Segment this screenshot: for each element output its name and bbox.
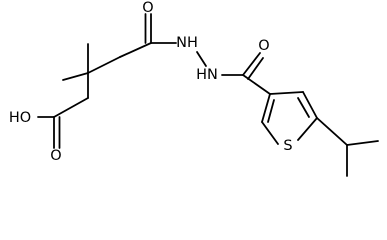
- atom-label-nh: NH: [176, 35, 198, 51]
- bond-n-n: [196, 51, 207, 67]
- atom-label-s: S: [283, 138, 292, 154]
- bond-ring-c2-c3: [261, 93, 271, 123]
- bond-ring-c3-c4: [269, 91, 304, 95]
- bonds: [37, 13, 379, 177]
- atom-label-o-amide2: O: [258, 38, 269, 54]
- bond-amide2-o-b: [247, 57, 264, 80]
- bond-amide2-o-a: [242, 52, 261, 76]
- bond-ring-c4-c5: [302, 91, 318, 119]
- molecule-structure: HO O O NH HN O S: [9, 0, 379, 177]
- bond-ring-c2-c3-inner: [267, 99, 275, 123]
- bond-methyl-2: [62, 72, 89, 81]
- bond-c5-ch: [316, 117, 348, 146]
- bond-cquat-ch2: [87, 56, 121, 74]
- atom-label-o-amide1: O: [142, 0, 153, 16]
- bond-ch2-amide1: [119, 42, 152, 58]
- bond-ring-c5-s: [297, 117, 318, 141]
- atom-labels: HO O O NH HN O S: [9, 0, 293, 164]
- atom-label-hn: HN: [196, 67, 218, 83]
- atom-label-o-acid: O: [50, 148, 61, 164]
- bond-ring-s-c2: [261, 121, 279, 145]
- bond-ch-me1: [346, 140, 379, 146]
- atom-label-ho: HO: [9, 110, 31, 126]
- bond-acid-ch2: [53, 97, 89, 118]
- bond-ring-c4-c5-inner: [297, 97, 310, 118]
- bond-amide2-ring: [242, 74, 271, 95]
